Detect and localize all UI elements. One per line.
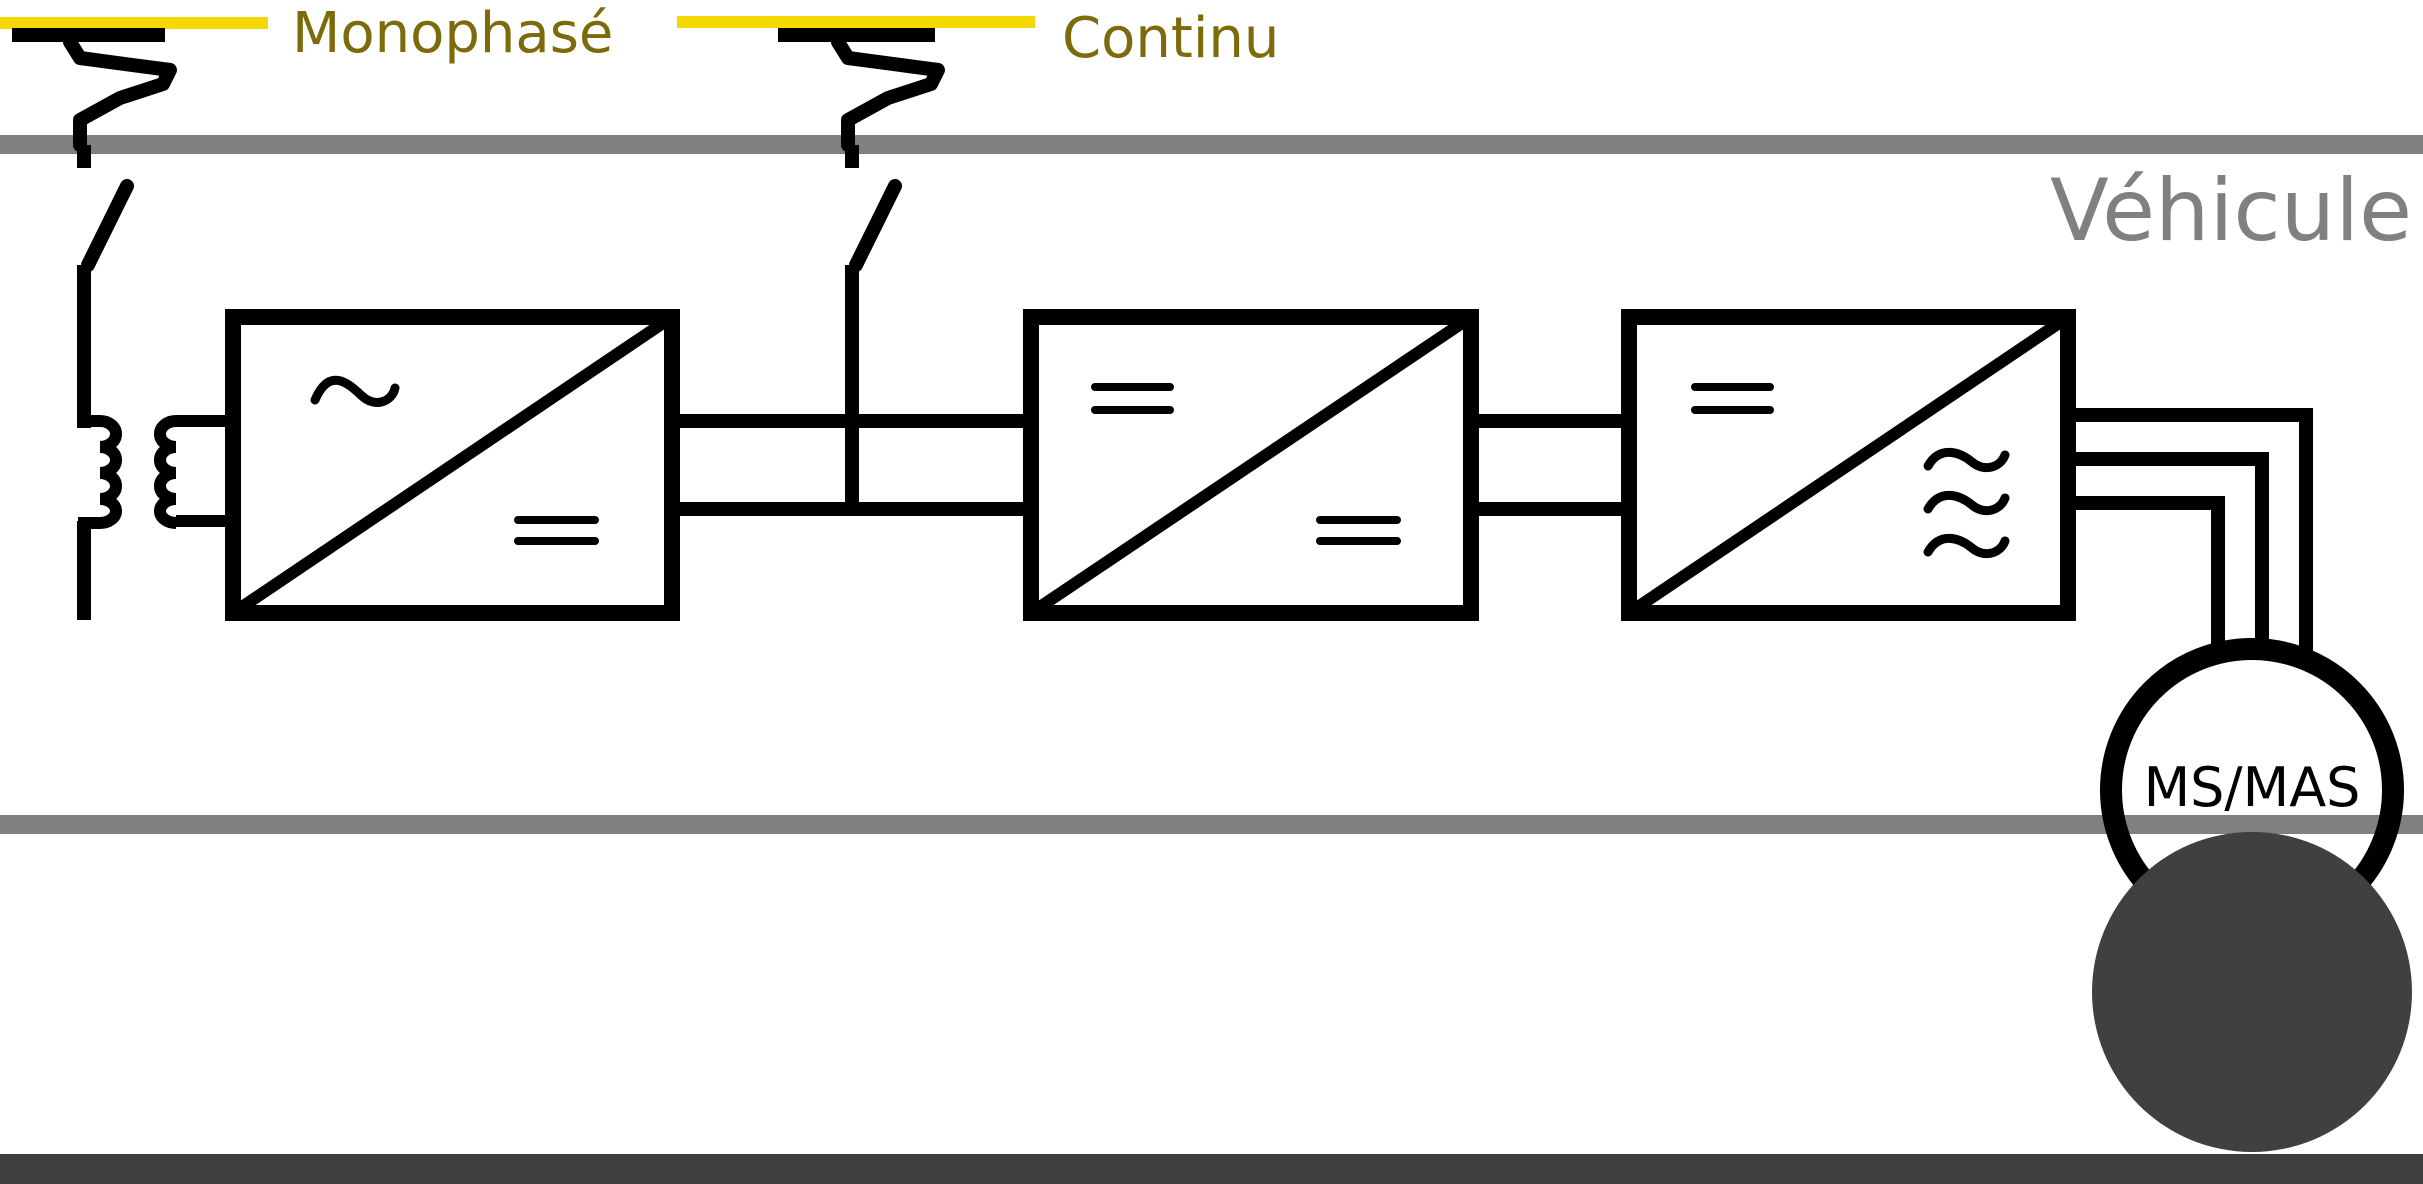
switch-monophase [77,179,134,620]
label-continu: Continu [1062,6,1279,71]
converter-dc-ac [1621,309,2076,621]
vehicle-roof-line [0,135,2423,154]
vehicle-floor-line [0,815,2423,834]
dc-bus-2 [1471,414,1629,516]
switch-continu [845,179,902,509]
three-phase-cables [2068,408,2313,660]
wheel-overlap [2097,832,2407,945]
ac-symbol [310,375,400,407]
label-vehicule: Véhicule [2050,161,2412,261]
converter-ac-dc [225,309,680,621]
three-phase-symbol [1923,447,2010,559]
converter-dc-dc [1023,309,1479,621]
pantograph-continu [778,28,945,168]
motor-label: MS/MAS [2144,756,2361,819]
label-monophase: Monophasé [292,1,613,66]
ground-rail [0,1154,2423,1184]
pantograph-monophase [12,28,177,168]
transformer [78,415,232,529]
